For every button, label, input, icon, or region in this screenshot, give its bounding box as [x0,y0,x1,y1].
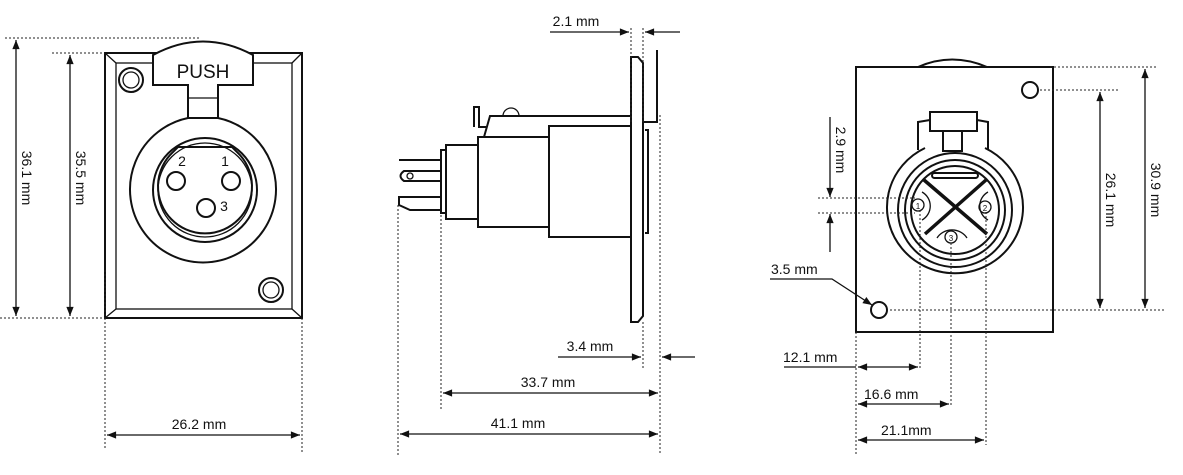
solder-pins [398,159,442,211]
dim-2-1: 2.1 mm [553,13,600,29]
rear-view: 1 2 3 2.9 mm 3.5 mm 12.1 mm 16.6 mm 21.1… [770,58,1165,455]
body-middle [477,136,550,228]
latch [929,111,978,132]
body-front [548,125,632,238]
pin-2 [166,171,186,191]
socket-ring [152,137,258,243]
dim-30-9: 30.9 mm [1148,163,1164,217]
pin-label-2: 2 [178,153,186,169]
pin-label-3: 3 [220,198,228,214]
pin-label-1: 1 [916,202,921,211]
push-label: PUSH [177,62,230,83]
mount-hole [870,301,888,319]
dim-21-1: 21.1mm [881,422,932,438]
push-latch [152,40,254,119]
dim-41-1: 41.1 mm [491,415,545,431]
pin-label-2: 2 [983,204,988,213]
pin-1 [221,171,241,191]
mount-hole [258,277,284,303]
rear-plate [855,66,1054,333]
dim-26-1: 26.1 mm [1103,173,1119,227]
pin-label-3: 3 [949,234,954,243]
pin-2 [978,200,992,214]
mount-hole [118,67,144,93]
mount-hole [1021,81,1039,99]
pin-3 [196,198,216,218]
dim-3-5: 3.5 mm [771,261,818,277]
dim-36-1: 36.1 mm [19,151,35,205]
body-rear [445,144,479,220]
dim-35-5: 35.5 mm [73,151,89,205]
front-view: PUSH 2 1 3 36.1 mm 35.5 mm 26.2 mm [0,37,303,452]
pin-1 [911,198,925,212]
dim-2-9: 2.9 mm [833,127,849,174]
dim-16-6: 16.6 mm [864,386,918,402]
socket-ring [897,152,1013,268]
flange [630,56,644,323]
dim-3-4: 3.4 mm [567,338,614,354]
dim-12-1: 12.1 mm [783,349,837,365]
dim-26-2: 26.2 mm [172,416,226,432]
pin-label-1: 1 [221,153,229,169]
dim-33-7: 33.7 mm [521,374,575,390]
side-view: 2.1 mm 3.4 mm 33.7 mm 41.1 mm [397,13,695,455]
